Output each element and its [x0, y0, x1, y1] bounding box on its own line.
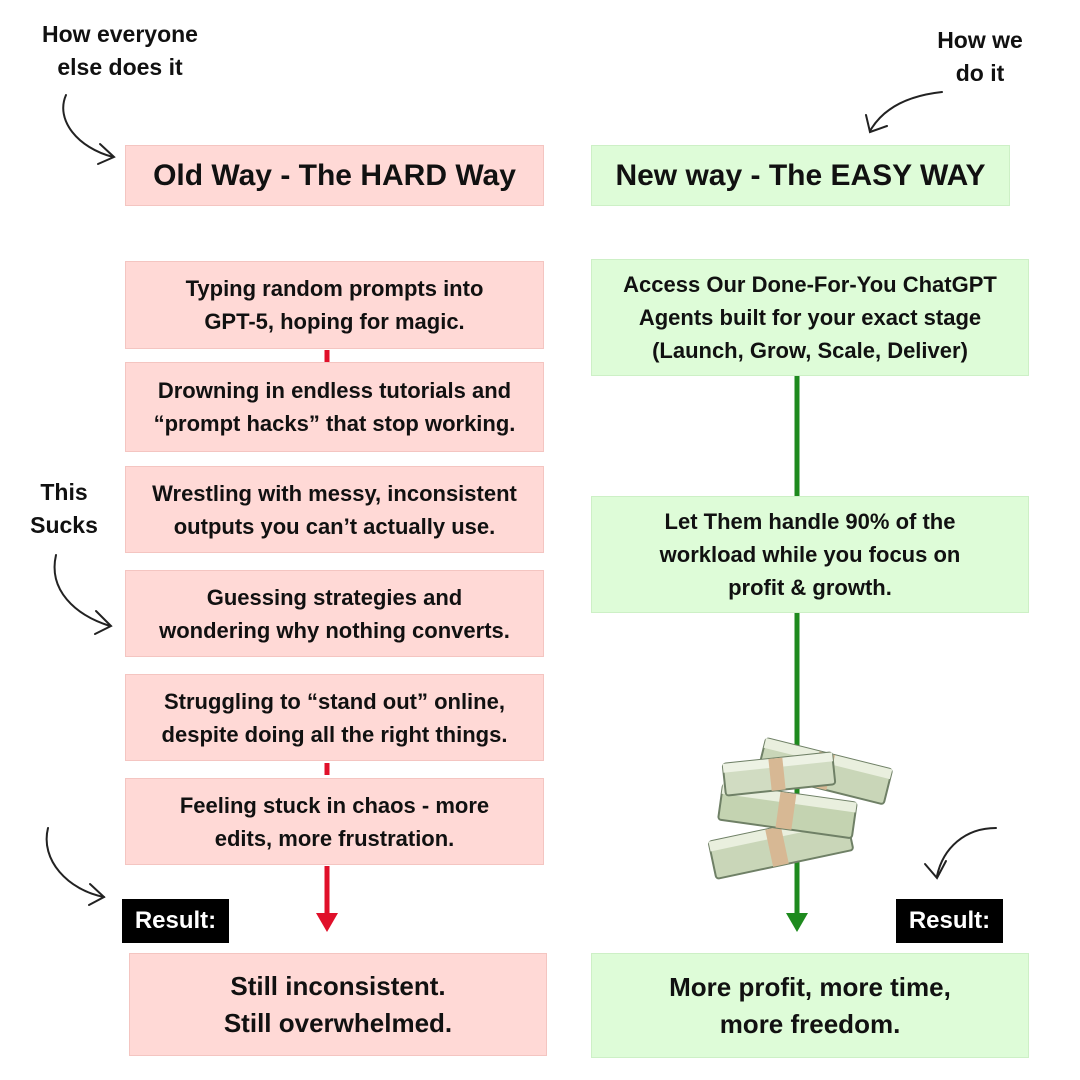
new-way-result-label: Result: [896, 899, 1003, 943]
new-way-step-1: Access Our Done-For-You ChatGPT Agents b… [591, 259, 1029, 376]
curved-arrow-bottom-left-icon [45, 827, 106, 906]
new-way-title: New way - The EASY WAY [591, 145, 1010, 206]
new-way-result: More profit, more time, more freedom. [591, 953, 1029, 1058]
new-way-step-2: Let Them handle 90% of the workload whil… [591, 496, 1029, 613]
curved-arrow-top-right-icon [865, 91, 943, 134]
old-way-title: Old Way - The HARD Way [125, 145, 544, 206]
old-way-result: Still inconsistent. Still overwhelmed. [129, 953, 547, 1056]
old-way-step-2: Drowning in endless tutorials and “promp… [125, 362, 544, 452]
annotation-everyone-else: How everyone else does it [42, 21, 198, 80]
old-way-arrowhead [316, 913, 338, 932]
old-way-step-4: Guessing strategies and wondering why no… [125, 570, 544, 657]
curved-arrow-side-icon [53, 554, 113, 635]
old-way-step-1: Typing random prompts into GPT-5, hoping… [125, 261, 544, 349]
new-way-arrowhead [786, 913, 808, 932]
old-way-step-6: Feeling stuck in chaos - more edits, mor… [125, 778, 544, 865]
old-way-step-3: Wrestling with messy, inconsistent outpu… [125, 466, 544, 553]
old-way-result-label: Result: [122, 899, 229, 943]
curved-arrow-top-left-icon [62, 94, 116, 165]
curved-arrow-bottom-right-icon [924, 827, 997, 880]
annotation-this-sucks: This Sucks [30, 479, 98, 538]
annotation-how-we-do-it: How we do it [937, 27, 1023, 86]
old-way-step-5: Struggling to “stand out” online, despit… [125, 674, 544, 761]
